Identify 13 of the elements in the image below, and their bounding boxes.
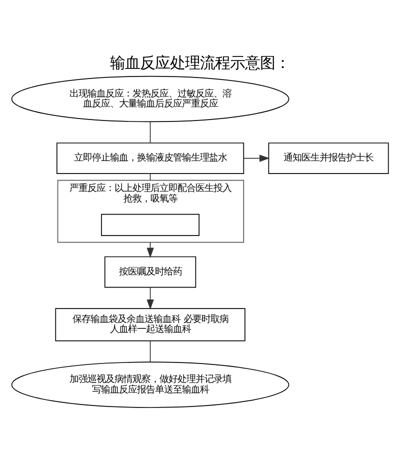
node-box bbox=[101, 214, 200, 236]
connector bbox=[150, 122, 151, 144]
arrow bbox=[146, 286, 154, 310]
node-box: 保存输血袋及余血送输血科 必要时取病人血样一起送输血科 bbox=[55, 308, 246, 342]
node-box: 按医嘱及时给药 bbox=[104, 256, 196, 288]
arrow bbox=[244, 154, 270, 162]
diagram-title: 输血反应处理流程示意图： bbox=[110, 54, 290, 72]
cluster: 严重反应：以上处理后立即配合医生投入抢救，吸氧等 bbox=[57, 180, 244, 243]
node-ellipse: 加强巡视及病情观察，做好处理并记录填写输血反应报告单送至输血科 bbox=[11, 362, 290, 408]
connector bbox=[150, 340, 151, 362]
node-box: 通知医生并报告护士长 bbox=[268, 142, 389, 174]
node-box: 立即停止输血，换输液皮管输生理盐水 bbox=[56, 142, 244, 174]
node-ellipse: 出现输血反应：发热反应、过敏反应、溶血反应、大量输血后反应严重反应 bbox=[11, 76, 290, 122]
